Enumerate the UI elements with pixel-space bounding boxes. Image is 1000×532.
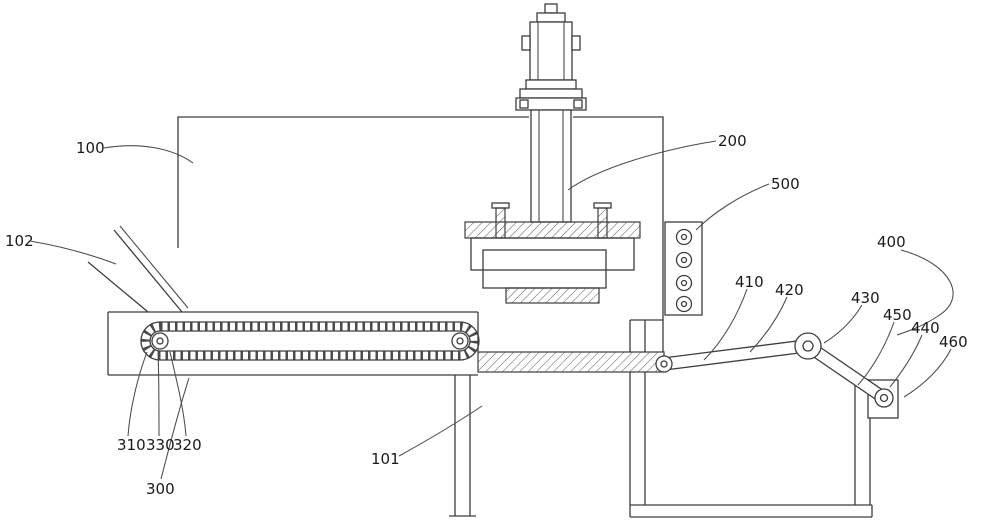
ref-label-410: 410 <box>735 273 764 291</box>
leader-101 <box>398 405 483 457</box>
leader-440 <box>889 334 923 388</box>
press-top-plate <box>464 221 641 239</box>
leader-lines <box>29 140 954 480</box>
flange-bolt-left <box>519 99 529 109</box>
ref-label-460: 460 <box>939 333 968 351</box>
ref-label-430: 430 <box>851 289 880 307</box>
ref-label-101: 101 <box>371 450 400 468</box>
ref-label-450: 450 <box>883 306 912 324</box>
leader-420 <box>749 296 788 353</box>
right-pulley <box>451 332 469 350</box>
leader-500 <box>695 183 770 231</box>
bracket-hole-2 <box>675 251 693 269</box>
ref-label-300: 300 <box>146 480 175 498</box>
conveyor-assembly <box>107 311 480 376</box>
bracket-hole-4 <box>675 295 693 313</box>
ref-label-102: 102 <box>5 232 34 250</box>
flange-bolt-right <box>573 99 583 109</box>
discharge-plate <box>477 351 665 373</box>
leader-330 <box>157 349 160 437</box>
stud-cap-left <box>491 202 510 209</box>
press-inner-box <box>482 249 607 289</box>
feed-chute <box>87 225 189 313</box>
press-block <box>505 287 600 304</box>
ref-label-500: 500 <box>771 175 800 193</box>
ref-label-200: 200 <box>718 132 747 150</box>
link-pin-left <box>655 355 673 373</box>
belt-inner <box>149 330 471 352</box>
leader-200 <box>567 140 717 191</box>
crank-pivot <box>794 332 822 360</box>
linkage-assembly <box>655 332 899 419</box>
ref-label-100: 100 <box>76 139 105 157</box>
leader-430 <box>823 304 863 344</box>
ref-label-420: 420 <box>775 281 804 299</box>
drive-shaft <box>530 109 572 223</box>
ref-label-440: 440 <box>911 319 940 337</box>
belt-teeth <box>141 322 479 360</box>
belt-outer <box>140 321 480 361</box>
leader-102 <box>29 240 117 265</box>
motor-side-bolt-right <box>571 35 581 51</box>
leader-300 <box>160 377 190 480</box>
ref-label-330: 330 <box>146 436 175 454</box>
leader-410 <box>703 288 748 361</box>
right-pulley-axle <box>456 337 464 345</box>
leader-400 <box>896 249 954 336</box>
support-legs <box>449 320 873 518</box>
hopper-housing <box>177 116 664 352</box>
leader-100 <box>103 145 194 164</box>
left-pulley-axle <box>156 337 164 345</box>
motor-side-bolt-left <box>521 35 531 51</box>
upper-link <box>662 339 808 371</box>
side-bracket <box>664 221 703 316</box>
leader-460 <box>903 348 952 398</box>
leader-310 <box>127 351 148 437</box>
press-frame <box>470 237 635 271</box>
ref-label-400: 400 <box>877 233 906 251</box>
bracket-hole-3 <box>675 274 693 292</box>
ref-label-320: 320 <box>173 436 202 454</box>
reference-labels: 100 102 200 500 400 410 420 430 450 440 … <box>5 132 968 498</box>
press-plate-assembly <box>464 202 641 304</box>
left-pulley <box>151 332 169 350</box>
leader-320 <box>169 351 187 437</box>
bracket-hole-1 <box>675 228 693 246</box>
stud-cap-right <box>593 202 612 209</box>
ref-label-310: 310 <box>117 436 146 454</box>
motor-assembly <box>515 3 587 111</box>
leader-450 <box>857 321 895 386</box>
mount-joint <box>874 388 894 408</box>
